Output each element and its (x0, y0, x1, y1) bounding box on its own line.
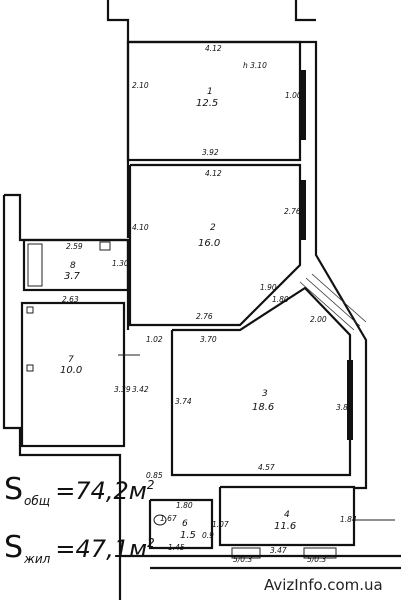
area-symbol: S (4, 530, 24, 565)
dimension-label: 3.42 (132, 385, 149, 394)
area-subscript: общ (24, 494, 51, 508)
dimension-label: 1.30 (112, 259, 129, 268)
dimension-label: 4.12 (205, 169, 222, 178)
dimension-label: 3.80 (336, 403, 353, 412)
room-1 (126, 40, 306, 162)
area-symbol: S (4, 472, 24, 507)
room-area: 12.5 (196, 98, 218, 109)
dimension-label: 1.02 (146, 335, 163, 344)
room-area: 18.6 (252, 402, 274, 413)
area-unit-power: 2 (147, 536, 155, 550)
dimension-label: 1.07 (212, 520, 229, 529)
room-area: 16.0 (198, 238, 220, 249)
room-4 (218, 485, 395, 559)
living-area: Sжил =47,1м2 (4, 530, 155, 566)
dimension-label: 4.12 (205, 44, 222, 53)
dimension-label: 2.00 (310, 315, 327, 324)
dimension-label: 5/0.3 (307, 555, 326, 564)
bottom-wall (120, 554, 401, 570)
room-2 (128, 163, 306, 327)
room-3 (170, 273, 367, 477)
room-7 (20, 301, 140, 448)
dimension-label: 2.63 (62, 295, 79, 304)
room-area: 1.5 (180, 530, 196, 541)
dimension-label: 0.85 (146, 471, 163, 480)
room-number: 8 (70, 261, 76, 271)
room-number: 2 (210, 223, 216, 233)
area-unit-power: 2 (146, 478, 155, 492)
dimension-label: 2.76 (284, 207, 301, 216)
dimension-label: 3.47 (270, 546, 287, 555)
area-value: =74,2м (55, 477, 147, 505)
dimension-label: 4.57 (258, 463, 275, 472)
total-area: Sобщ =74,2м2 (4, 472, 155, 508)
watermark: AvizInfo.com.ua (262, 576, 385, 594)
dimension-label: h 3.10 (243, 61, 267, 70)
room-number: 6 (182, 519, 188, 529)
area-value: =47,1м (55, 535, 148, 563)
dimension-label: 3.70 (200, 335, 217, 344)
dimension-label: 1.90 (260, 283, 277, 292)
dimension-label: 1.00 (285, 91, 302, 100)
dimension-label: 5/0.3 (233, 555, 252, 564)
room-number: 1 (207, 87, 213, 97)
room-area: 10.0 (60, 365, 82, 376)
room-area: 3.7 (64, 271, 81, 282)
dimension-label: 2.76 (196, 312, 213, 321)
room-6 (148, 498, 214, 550)
dimension-label: 1.67 (160, 514, 177, 523)
area-subscript: жил (24, 552, 51, 566)
dimension-label: 1.80 (176, 501, 193, 510)
room-number: 4 (284, 510, 290, 520)
dimension-label: 3.74 (175, 397, 192, 406)
dimension-label: 1.45 (168, 543, 185, 552)
dimension-label: 1.84 (340, 515, 357, 524)
room-area: 11.6 (274, 521, 296, 532)
dimension-label: 4.10 (132, 223, 149, 232)
dimension-label: 0.9 (202, 531, 214, 540)
outer-walls (2, 0, 368, 600)
room-8 (22, 238, 130, 292)
room-number: 3 (262, 389, 268, 399)
room-number: 7 (68, 355, 74, 365)
dimension-label: 2.59 (66, 242, 83, 251)
dimension-label: 3.39 (114, 385, 131, 394)
dimension-label: 2.10 (132, 81, 149, 90)
dimension-label: 3.92 (202, 148, 219, 157)
dimension-label: 1.80 (272, 295, 289, 304)
